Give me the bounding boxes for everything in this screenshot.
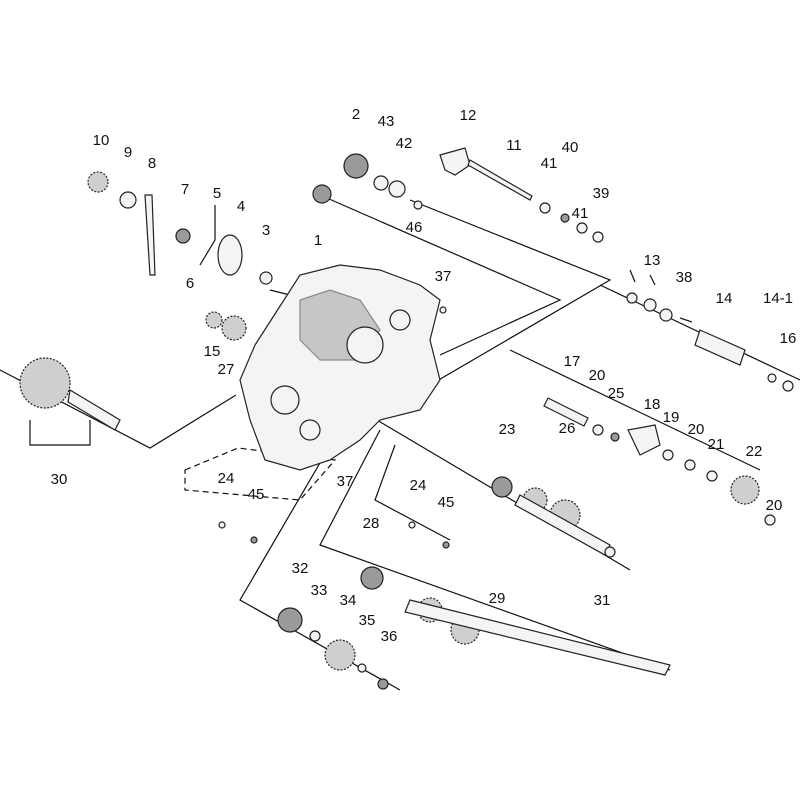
label-20: 20	[589, 367, 606, 384]
label-31: 31	[594, 592, 611, 609]
label-24: 24	[218, 470, 235, 487]
label-11: 11	[506, 137, 522, 154]
label-6: 6	[186, 275, 194, 292]
label-39: 39	[593, 185, 610, 202]
label-20c: 20	[766, 497, 783, 514]
label-41: 41	[541, 155, 558, 172]
label-25: 25	[608, 385, 625, 402]
label-45: 45	[248, 486, 265, 503]
label-28: 28	[363, 515, 380, 532]
clip-46	[413, 200, 423, 210]
label-35: 35	[359, 612, 376, 629]
label-10: 10	[93, 132, 110, 149]
gear-30	[19, 357, 71, 409]
label-4: 4	[237, 198, 245, 215]
label-45b: 45	[438, 494, 455, 511]
shaft-29	[404, 599, 671, 676]
label-20b: 20	[688, 421, 705, 438]
label-27: 27	[218, 361, 235, 378]
label-9: 9	[124, 144, 132, 161]
label-41b: 41	[572, 205, 589, 222]
label-18: 18	[644, 396, 661, 413]
label-33: 33	[311, 582, 328, 599]
label-12: 12	[460, 107, 477, 124]
washer-3	[259, 271, 273, 285]
label-40: 40	[562, 139, 579, 156]
label-38: 38	[676, 269, 693, 286]
label-19: 19	[663, 409, 680, 426]
label-7: 7	[181, 181, 189, 198]
gear-22	[730, 475, 760, 505]
bearing-28	[360, 566, 384, 590]
label-29: 29	[489, 590, 506, 607]
label-14: 14	[716, 290, 733, 307]
label-17: 17	[564, 353, 581, 370]
washer-9	[119, 191, 137, 209]
gear-15	[221, 315, 247, 341]
shaft-14	[694, 329, 746, 366]
bearing-2	[343, 153, 369, 179]
belt-8	[144, 194, 156, 276]
shift-fork-18	[627, 424, 661, 456]
label-3: 3	[262, 222, 270, 239]
sleeve-17	[543, 397, 589, 427]
label-1: 1	[314, 232, 322, 249]
label-8: 8	[148, 155, 156, 172]
label-24b: 24	[410, 477, 427, 494]
bevel-gear-34	[324, 639, 356, 671]
label-15: 15	[204, 343, 221, 360]
label-16: 16	[780, 330, 797, 347]
bearing-32	[277, 607, 303, 633]
shaft-11	[467, 159, 533, 201]
label-5: 5	[213, 185, 221, 202]
callout-labels: 10 9 8 7 5 4 3 6 1 2 43 42 46 12 11 41 4…	[51, 106, 797, 645]
cover-4	[217, 234, 243, 276]
parts	[19, 147, 794, 690]
transmission-housing	[239, 264, 441, 471]
label-43: 43	[378, 113, 395, 130]
label-26: 26	[559, 420, 576, 437]
label-22: 22	[746, 443, 763, 460]
washer-42	[388, 180, 406, 198]
seal-7	[175, 228, 191, 244]
washer-43	[373, 175, 389, 191]
bearing-23	[491, 476, 513, 498]
label-36: 36	[381, 628, 398, 645]
label-46: 46	[406, 219, 423, 236]
label-21: 21	[708, 436, 725, 453]
label-32: 32	[292, 560, 309, 577]
label-23: 23	[499, 421, 516, 438]
label-13: 13	[644, 252, 661, 269]
label-34: 34	[340, 592, 357, 609]
shift-fork-12	[439, 147, 471, 176]
bearing-1	[312, 184, 332, 204]
label-37b: 37	[337, 473, 354, 490]
label-37: 37	[435, 268, 452, 285]
label-2: 2	[352, 106, 360, 123]
label-42: 42	[396, 135, 413, 152]
lock-washer-10	[87, 171, 109, 193]
label-30: 30	[51, 471, 68, 488]
label-14-1: 14-1	[763, 290, 793, 307]
